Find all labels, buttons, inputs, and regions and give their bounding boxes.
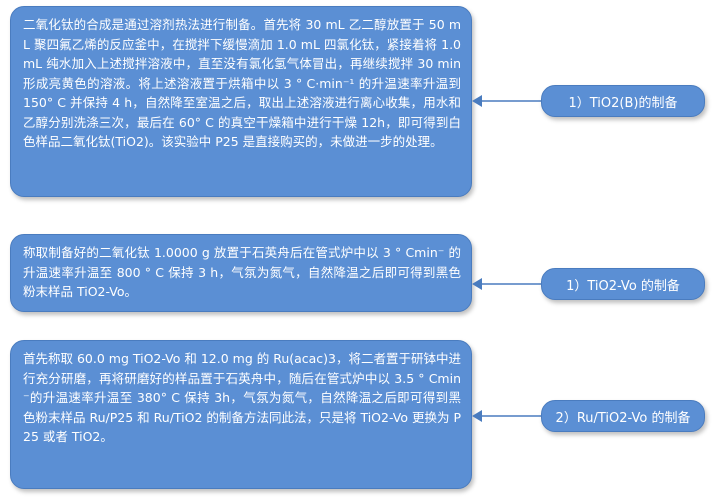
step-3-label-text: 2）Ru/TiO2-Vo 的制备 [555, 410, 691, 426]
step-1-label-text: 1）TiO2(B)的制备 [568, 95, 678, 111]
arrow-left-icon [472, 410, 542, 422]
arrow-left-icon [472, 278, 542, 290]
arrow-left-icon [472, 95, 542, 107]
step-3-description-box: 首先称取 60.0 mg TiO2-Vo 和 12.0 mg 的 Ru(acac… [10, 340, 472, 489]
step-1-description-box: 二氧化钛的合成是通过溶剂热法进行制备。首先将 30 mL 乙二醇放置于 50 m… [10, 6, 472, 197]
step-1-description: 二氧化钛的合成是通过溶剂热法进行制备。首先将 30 mL 乙二醇放置于 50 m… [23, 17, 461, 149]
step-3-description: 首先称取 60.0 mg TiO2-Vo 和 12.0 mg 的 Ru(acac… [23, 351, 462, 444]
step-2-description-box: 称取制备好的二氧化钛 1.0000 g 放置于石英舟后在管式炉中以 3 ° Cm… [10, 234, 472, 312]
step-1-label: 1）TiO2(B)的制备 [541, 85, 705, 117]
step-3-label: 2）Ru/TiO2-Vo 的制备 [541, 400, 705, 432]
step-2-label: 1）TiO2-Vo 的制备 [541, 268, 705, 300]
step-2-description: 称取制备好的二氧化钛 1.0000 g 放置于石英舟后在管式炉中以 3 ° Cm… [23, 245, 461, 299]
step-2-label-text: 1）TiO2-Vo 的制备 [566, 278, 680, 294]
